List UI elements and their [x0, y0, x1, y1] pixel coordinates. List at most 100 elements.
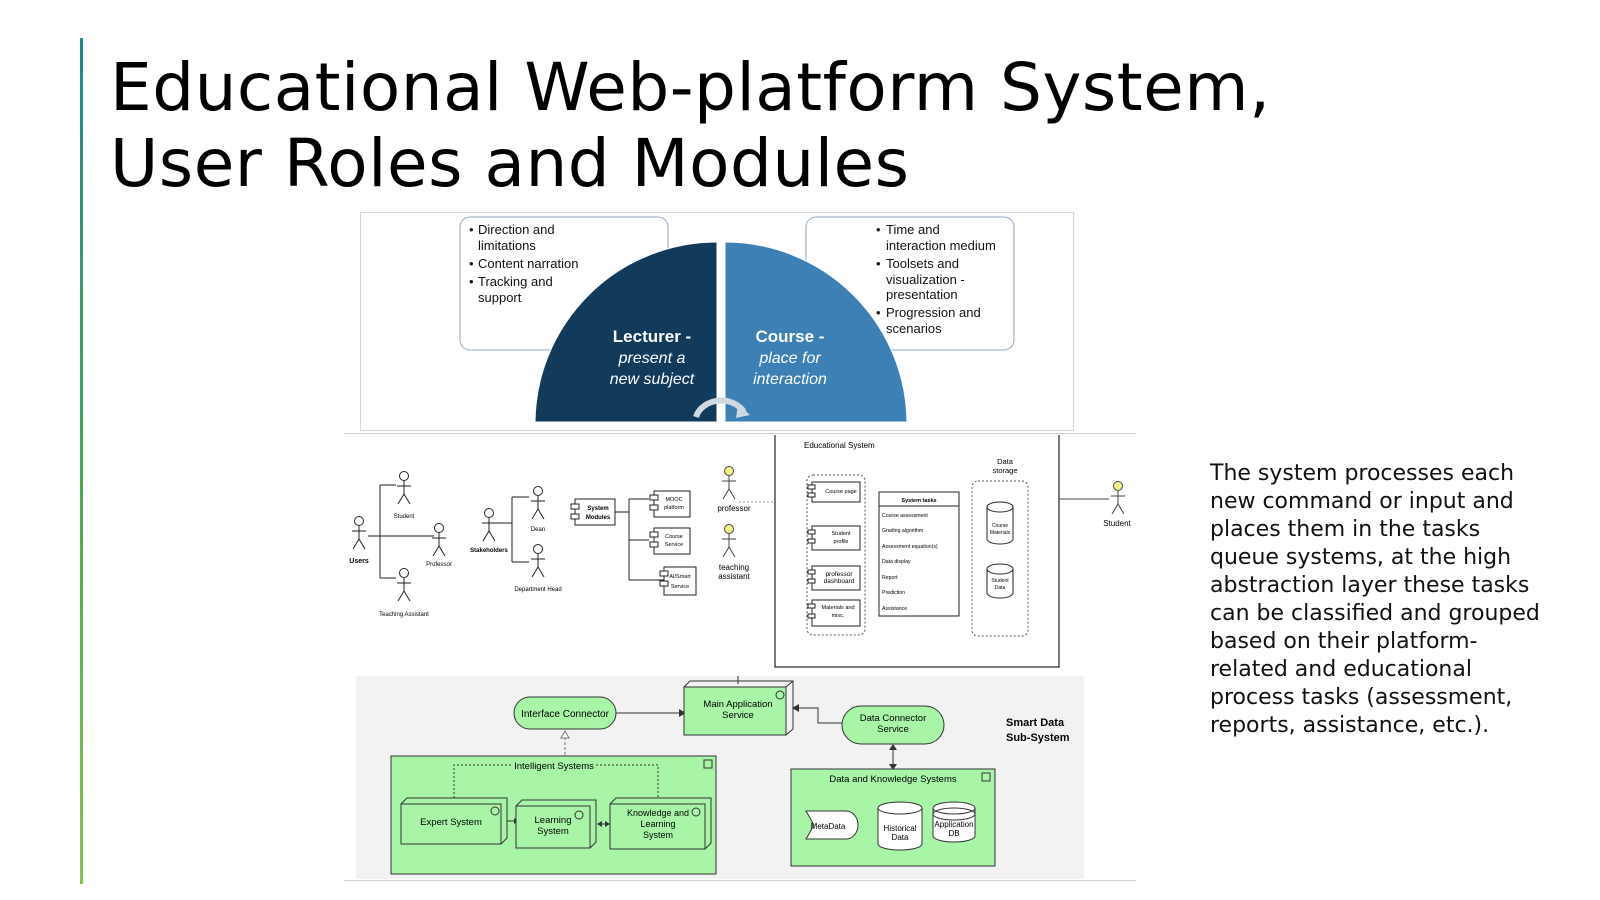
stakeholders-actor-icon [481, 508, 497, 542]
lecturer-course-diagram: •Direction and limitations •Content narr… [360, 212, 1074, 431]
svg-text:•: • [876, 256, 881, 271]
knowledge-system-label-3: System [643, 830, 673, 840]
historical-data-label-1: Historical [884, 824, 917, 833]
svg-text:•: • [469, 274, 474, 289]
user-roles-diagram: Users Student Professor Teaching Assista… [349, 435, 1132, 668]
smart-data-label-2: Sub-System [1006, 732, 1070, 744]
svg-text:•: • [469, 256, 474, 271]
metadata-label: MetaData [811, 822, 846, 831]
student-yellow-actor-icon [1110, 481, 1126, 515]
smart-data-subsystem-diagram: Interface Connector Main Application Ser… [356, 676, 1084, 879]
lecturer-sub-1: present a [618, 350, 686, 367]
main-application-node [683, 686, 787, 736]
student-profile-label-2: profile [834, 539, 849, 545]
course-title: Course - [756, 327, 825, 346]
metadata-shape-icon [805, 810, 859, 840]
application-db-label-1: Application [934, 820, 973, 829]
lecturer-title: Lecturer - [613, 327, 691, 346]
educational-system-label: Educational System [804, 441, 875, 450]
teaching-assistant-yellow-actor-icon [721, 524, 737, 558]
course-materials-label-1: Course [992, 523, 1008, 529]
learning-system-node [515, 805, 591, 849]
student-actor-icon [396, 471, 412, 505]
system-modules-label-1: System [587, 506, 608, 512]
course-sub-1: place for [758, 350, 821, 367]
users-actor-icon [351, 516, 367, 550]
smart-data-label-1: Smart Data [1006, 717, 1065, 729]
left-bullet-1b: limitations [478, 238, 536, 253]
svg-text:•: • [876, 222, 881, 237]
teaching-assistant-actor-icon [396, 568, 412, 602]
course-quarter [724, 241, 908, 423]
actor-teaching-label-1: teaching [719, 563, 749, 572]
expert-system-node [400, 803, 502, 845]
student-label: Student [394, 514, 415, 520]
svg-text:•: • [469, 222, 474, 237]
lecturer-quarter [534, 241, 718, 423]
left-bullet-2: Content narration [478, 256, 578, 271]
title-line-2: User Roles and Modules [110, 125, 910, 202]
task-item: Data display [882, 559, 911, 565]
mooc-label-2: platform [664, 505, 684, 511]
course-materials-db-icon [986, 501, 1014, 545]
historical-data-db-icon [877, 801, 923, 851]
data-storage-label-2: storage [992, 466, 1017, 475]
student-data-label-1: Student [991, 578, 1009, 584]
ai-service-label-1: AI/Smart [669, 574, 691, 580]
right-bullet-1b: interaction medium [886, 238, 996, 253]
left-bullet-3: Tracking and [478, 274, 553, 289]
mooc-label-1: MOOC [665, 497, 682, 503]
student-data-label-2: Data [995, 585, 1006, 591]
knowledge-system-label-2: Learning [640, 819, 675, 829]
task-item: Report [882, 575, 898, 581]
knowledge-learning-system-node [609, 803, 706, 850]
course-service-label-2: Service [665, 542, 683, 548]
data-connector-label-1: Data Connector [860, 713, 927, 724]
actor-teaching-label-2: assistant [718, 572, 750, 581]
accent-bar [80, 38, 83, 884]
right-bullet-3: Progression and [886, 305, 981, 320]
right-bullet-2: Toolsets and [886, 256, 959, 271]
prof-dashboard-label-1: professor [825, 571, 853, 578]
professor-yellow-actor-icon [721, 466, 737, 500]
student-profile-label-1: Student [832, 531, 851, 537]
materials-label-2: misc. [832, 613, 845, 619]
main-application-label-2: Service [722, 710, 754, 721]
right-bullet-2c: presentation [886, 287, 958, 302]
course-service-label-1: Course [665, 534, 683, 540]
page-title: Educational Web-platform System, User Ro… [110, 50, 1271, 202]
task-item: Assistance [882, 606, 907, 612]
actor-student-label: Student [1103, 519, 1131, 528]
course-page-label: Course page [825, 489, 857, 495]
users-label: Users [349, 558, 369, 565]
professor-actor-icon [431, 523, 447, 557]
task-item: Prediction [882, 590, 905, 596]
right-bullet-3b: scenarios [886, 321, 942, 336]
task-item: Grading algorithm [882, 528, 923, 534]
materials-label-1: Materials and [821, 605, 854, 611]
learning-system-label-1: Learning [535, 815, 572, 826]
learning-system-label-2: System [537, 826, 569, 837]
divider-1 [344, 433, 1136, 434]
ai-service-label-2: Service [671, 584, 689, 590]
professor-label: Professor [426, 562, 452, 568]
system-tasks-box [878, 491, 960, 617]
teaching-assistant-label: Teaching Assistant [379, 612, 429, 618]
data-connector-label-2: Service [877, 724, 909, 735]
department-head-label: Department Head [514, 587, 561, 593]
course-sub-2: interaction [753, 371, 827, 388]
stakeholders-label: Stakeholders [470, 548, 508, 554]
title-line-1: Educational Web-platform System, [110, 49, 1271, 126]
interface-connector-label: Interface Connector [521, 709, 609, 720]
main-application-label-1: Main Application [703, 699, 772, 710]
student-data-db-icon [986, 563, 1014, 599]
task-item: Course assessment [882, 513, 928, 519]
application-db-icon [932, 801, 976, 843]
expert-system-label: Expert System [420, 817, 482, 828]
system-modules-label-2: Modules [586, 515, 611, 521]
description-text: The system processes each new command or… [1210, 461, 1540, 738]
svg-text:•: • [876, 305, 881, 320]
actor-professor-label: professor [717, 504, 751, 513]
application-db-label-2: DB [948, 829, 959, 838]
prof-dashboard-label-2: dashboard [824, 578, 855, 585]
